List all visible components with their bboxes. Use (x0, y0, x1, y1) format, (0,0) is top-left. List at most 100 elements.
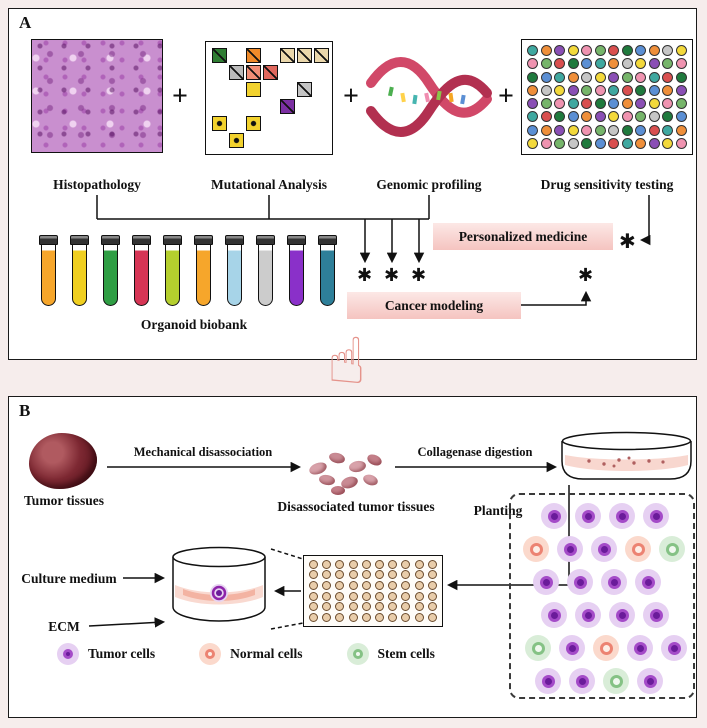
plate-well (388, 602, 398, 612)
plate-well (309, 570, 319, 580)
plate-well (322, 602, 332, 612)
assay-well (621, 137, 633, 149)
plate-well (361, 570, 371, 580)
test-tube-body (165, 244, 180, 306)
assay-well (567, 124, 579, 136)
assay-well (567, 58, 579, 70)
plate-well (322, 591, 332, 601)
plate-well (335, 613, 345, 623)
plate-well (309, 559, 319, 569)
test-tube-body (289, 244, 304, 306)
tumor-cell (609, 503, 635, 529)
culture-dish (169, 545, 269, 633)
plate-well (414, 559, 424, 569)
panel-b: B Tumor tissues Mechanical disassociatio… (8, 396, 697, 718)
normal-cell-core (631, 542, 645, 556)
drug-sensitivity-label: Drug sensitivity testing (540, 177, 674, 192)
disassociated-tissues-label: Disassociated tumor tissues (277, 499, 435, 514)
assay-well (527, 84, 539, 96)
plate-well (427, 581, 437, 591)
tumor-cell-core (649, 608, 663, 622)
assay-well (675, 98, 687, 110)
plate-well (414, 602, 424, 612)
assay-well (662, 58, 674, 70)
legend-label: Stem cells (377, 646, 435, 661)
tumor-cell (575, 602, 601, 628)
assay-well (635, 98, 647, 110)
assay-well (608, 98, 620, 110)
panel-a-letter: A (19, 13, 32, 32)
cancer-modeling-box: Cancer modeling (347, 292, 521, 319)
multiwell-grid (303, 555, 443, 627)
tissue-fragment (361, 472, 380, 488)
plate-well (348, 570, 358, 580)
test-tube (256, 235, 275, 306)
assay-well (648, 58, 660, 70)
legend-item: Normal cells (199, 643, 303, 665)
assay-well (554, 111, 566, 123)
plate-well (322, 613, 332, 623)
tumor-cell-core (581, 608, 595, 622)
tumor-cell-core (607, 575, 621, 589)
test-tube (225, 235, 244, 306)
tissue-fragment (348, 459, 367, 474)
tumor-cell-icon (57, 643, 79, 665)
plate-well (401, 613, 411, 623)
asterisk-icon: ✱ (411, 265, 427, 286)
plate-well (309, 602, 319, 612)
tumor-cell (567, 569, 593, 595)
plate-well (388, 613, 398, 623)
plate-well (414, 581, 424, 591)
tumor-cell-core (641, 575, 655, 589)
test-tube (318, 235, 337, 306)
tumor-cell (643, 503, 669, 529)
legend-item: Tumor cells (57, 643, 155, 665)
plate-well (375, 559, 385, 569)
assay-well (648, 98, 660, 110)
tumor-cell (627, 635, 653, 661)
mutation-square (280, 99, 295, 114)
legend-label: Tumor cells (88, 646, 156, 661)
mutation-square (246, 65, 261, 80)
tumor-cell-core (633, 641, 647, 655)
plate-well (335, 559, 345, 569)
plate-well (388, 591, 398, 601)
assay-well (675, 84, 687, 96)
assay-well (567, 71, 579, 83)
assay-well (594, 58, 606, 70)
tumor-cell-core (581, 509, 595, 523)
test-tube-body (41, 244, 56, 306)
assay-well (567, 98, 579, 110)
genomic-profiling-label: Genomic profiling (376, 177, 482, 192)
assay-well (554, 58, 566, 70)
assay-well (594, 111, 606, 123)
assay-well (662, 84, 674, 96)
cell-suspension-box (509, 493, 695, 699)
tumor-cell (643, 602, 669, 628)
stem-cell (525, 635, 551, 661)
tumor-cell (541, 602, 567, 628)
assay-well (554, 98, 566, 110)
assay-well (567, 45, 579, 57)
assay-well (621, 45, 633, 57)
assay-well (540, 45, 552, 57)
culture-medium-label: Culture medium (21, 571, 117, 586)
tumor-tissue-image (29, 433, 97, 489)
assay-well (540, 58, 552, 70)
plate-well (401, 602, 411, 612)
stem-cell-core (609, 674, 623, 688)
plate-well (401, 559, 411, 569)
disassociated-tissue-image (307, 449, 391, 495)
asterisk-icon: ✱ (578, 265, 594, 286)
assay-well (662, 124, 674, 136)
test-tube-body (103, 244, 118, 306)
plate-well (375, 570, 385, 580)
tumor-cell (635, 569, 661, 595)
mutation-square (246, 82, 261, 97)
assay-well (675, 124, 687, 136)
assay-well (621, 84, 633, 96)
assay-well (662, 137, 674, 149)
plate-well (335, 581, 345, 591)
histopathology-image (31, 39, 163, 153)
